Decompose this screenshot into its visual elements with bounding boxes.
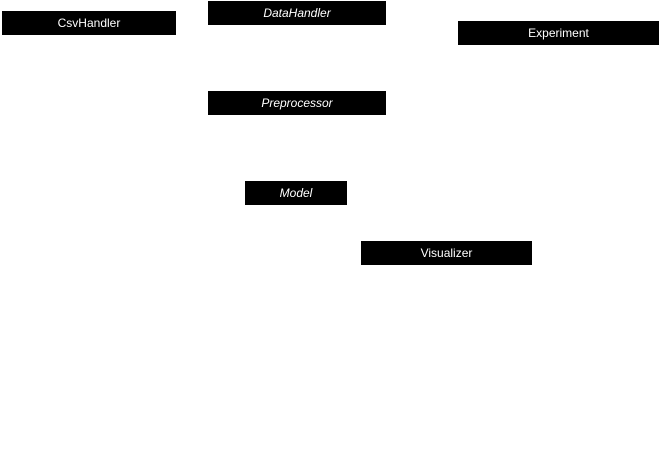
class-experiment-header[interactable]: Experiment	[458, 21, 659, 45]
class-model-header[interactable]: Model	[245, 181, 347, 205]
class-csvhandler-header[interactable]: CsvHandler	[2, 11, 176, 35]
class-preprocessor-header[interactable]: Preprocessor	[208, 91, 386, 115]
class-visualizer-header[interactable]: Visualizer	[361, 241, 532, 265]
class-datahandler-header[interactable]: DataHandler	[208, 1, 386, 25]
